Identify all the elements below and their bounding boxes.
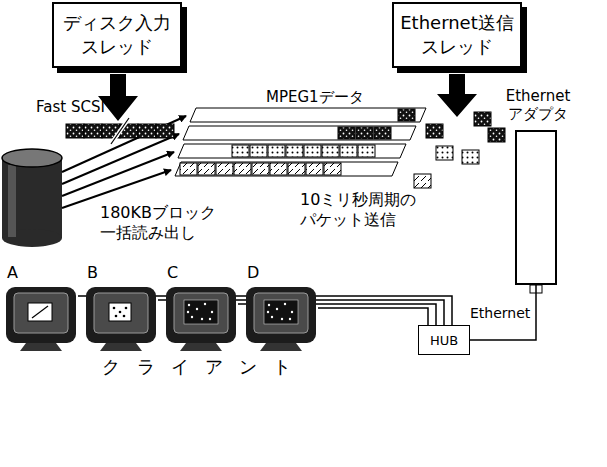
caption-label: 10ミリ秒周期の パケット送信 [300, 190, 430, 230]
thread-label: Ethernet送信 スレッド [398, 11, 516, 60]
client-node: A [4, 285, 78, 353]
caption-label: Fast SCSI [36, 98, 105, 117]
caption-label: クライアント [60, 356, 350, 379]
client-node: D [244, 285, 318, 353]
read-arrows [62, 116, 186, 208]
adapter-label: Ethernet アダプタ [498, 87, 578, 125]
client-letter: B [87, 263, 98, 283]
disk-drive [2, 149, 62, 247]
client-node: C [164, 285, 238, 353]
hub-label: HUB [430, 333, 458, 348]
client-letter: D [247, 263, 259, 283]
thread-label: ディスク入力 スレッド [58, 11, 176, 60]
monitor-icon [164, 285, 238, 353]
packets [414, 112, 505, 188]
client-letter: C [167, 263, 178, 283]
ethernet-cable [470, 285, 536, 340]
thread-node: Ethernet送信 スレッド [392, 2, 522, 68]
caption-label: 180KBブロック 一括読み出し [100, 203, 240, 243]
scsi-stream [66, 118, 174, 144]
thread-arrow [437, 74, 477, 117]
mpeg-buffers [175, 108, 426, 176]
ethernet-cable [318, 308, 428, 325]
monitor-icon [84, 285, 158, 353]
adapter-node: Ethernet アダプタ [515, 130, 557, 285]
hub-node: HUB [418, 325, 470, 355]
client-letter: A [7, 263, 18, 283]
monitor-icon [244, 285, 318, 353]
caption-label: Ethernet [470, 305, 530, 323]
caption-label: MPEG1データ [266, 88, 364, 107]
monitor-icon [4, 285, 78, 353]
thread-node: ディスク入力 スレッド [52, 2, 182, 68]
client-node: B [84, 285, 158, 353]
